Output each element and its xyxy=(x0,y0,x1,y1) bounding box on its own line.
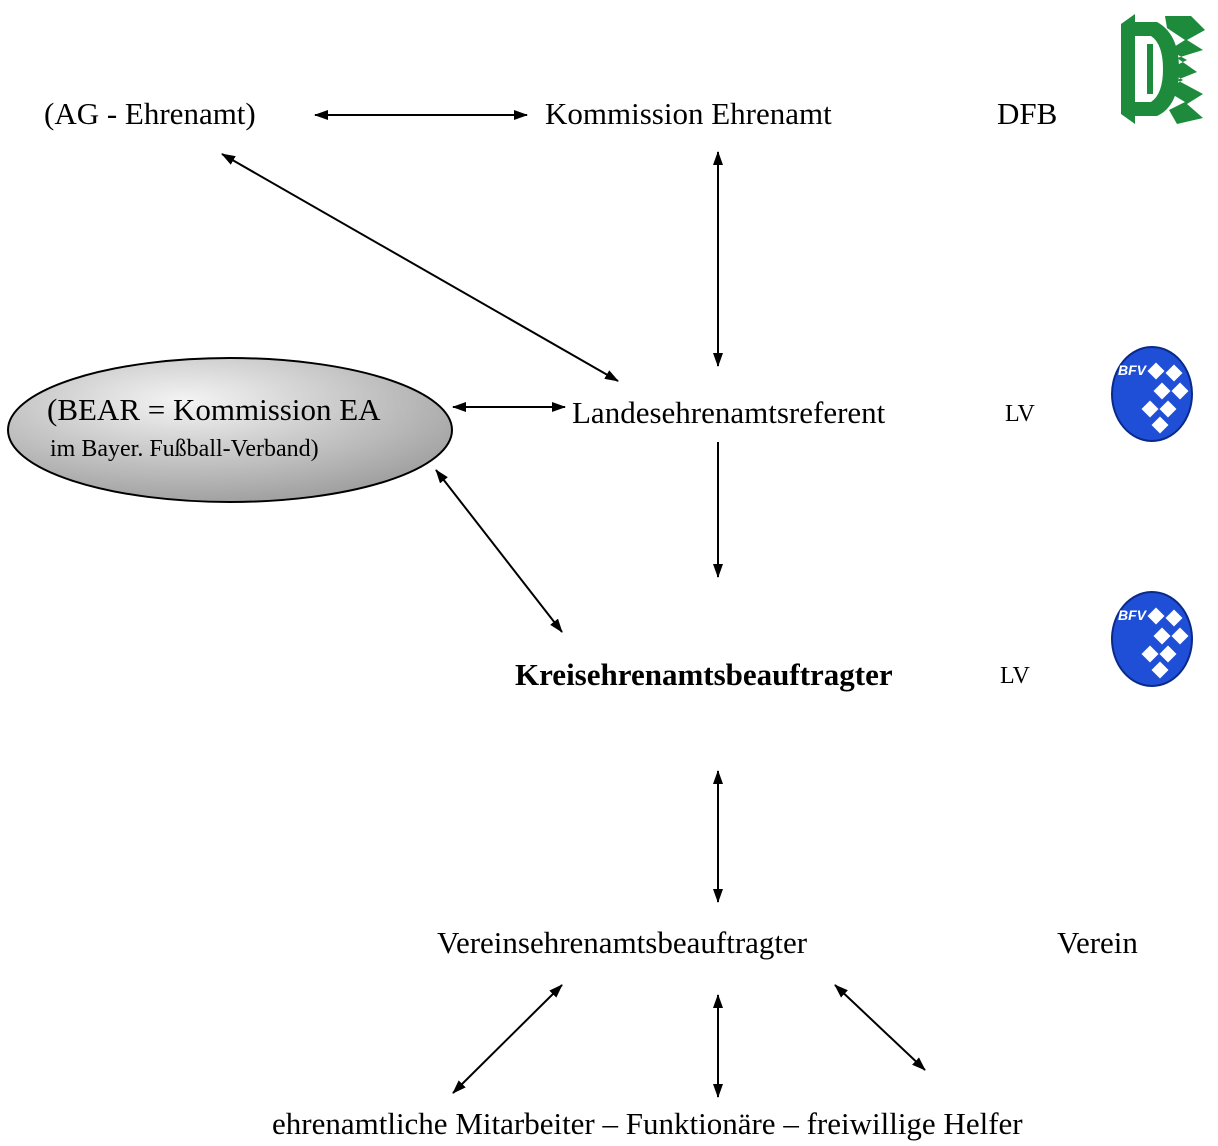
node-bear-line2: im Bayer. Fußball-Verband) xyxy=(50,436,319,462)
bfv-logo-text-2: BFV xyxy=(1118,607,1148,623)
arrow-verein-mitarbeiter-2 xyxy=(452,984,563,1094)
bfv-logo-text: BFV xyxy=(1118,362,1148,378)
label-dfb: DFB xyxy=(997,96,1058,131)
arrow-bear-kreis xyxy=(435,469,563,633)
label-lv-landes: LV xyxy=(1005,401,1035,427)
label-lv-kreis: LV xyxy=(1000,663,1030,689)
bfv-logo-icon-2: BFV xyxy=(1111,591,1193,687)
label-verein: Verein xyxy=(1057,925,1138,960)
node-kommission-ehrenamt: Kommission Ehrenamt xyxy=(545,96,832,131)
node-bear-line1: (BEAR = Kommission EA xyxy=(47,392,381,427)
node-vereinsehrenamtsbeauftragter: Vereinsehrenamtsbeauftragter xyxy=(437,925,808,960)
bear-ellipse xyxy=(7,357,453,503)
bfv-logo-icon: BFV xyxy=(1111,346,1193,442)
arrow-ag-landes xyxy=(221,153,619,382)
dfb-logo-icon xyxy=(1121,14,1205,124)
node-ag-ehrenamt: (AG - Ehrenamt) xyxy=(44,96,256,131)
node-landesehrenamtsreferent: Landesehrenamtsreferent xyxy=(572,395,886,430)
node-bottom-helpers: ehrenamtliche Mitarbeiter – Funktionäre … xyxy=(272,1106,1023,1141)
arrow-verein-helfer xyxy=(834,984,926,1071)
node-kreisehrenamtsbeauftragter: Kreisehrenamtsbeauftragter xyxy=(515,657,893,692)
